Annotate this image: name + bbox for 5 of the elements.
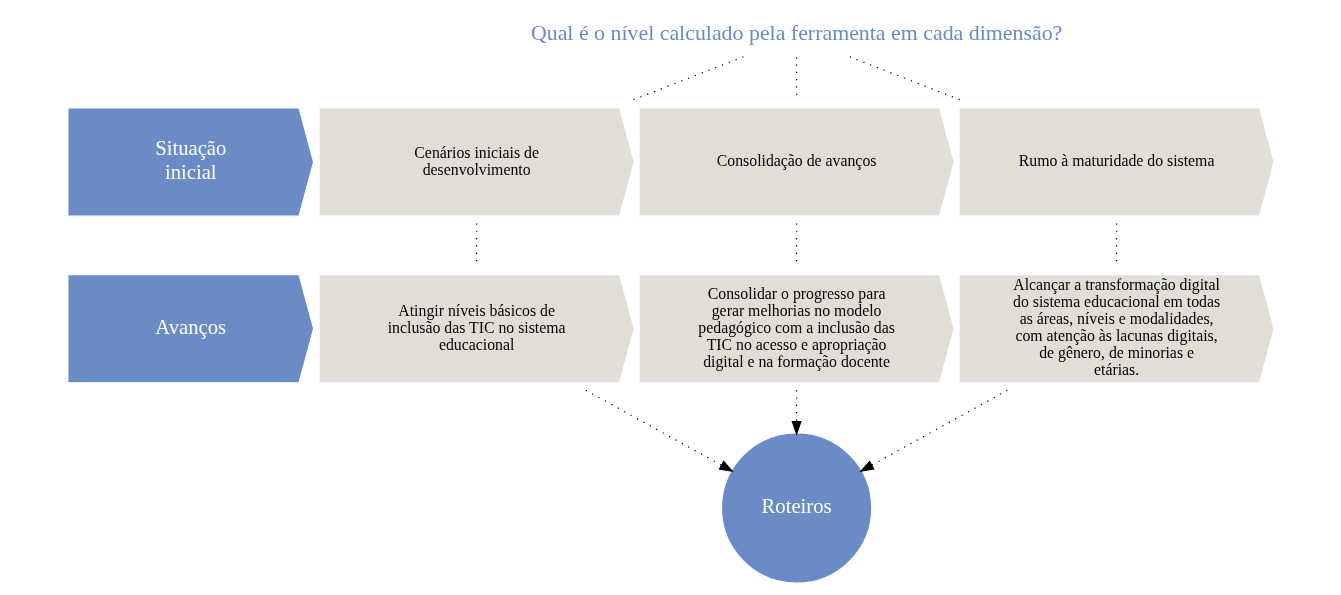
node-text: Qual é o nível calculado pela ferramenta em cada dimensão?: [530, 20, 1062, 46]
arrow: [791, 389, 802, 436]
node-circle: Roteiros: [721, 433, 871, 583]
arrow: [858, 389, 1008, 473]
arrow: [584, 389, 734, 473]
